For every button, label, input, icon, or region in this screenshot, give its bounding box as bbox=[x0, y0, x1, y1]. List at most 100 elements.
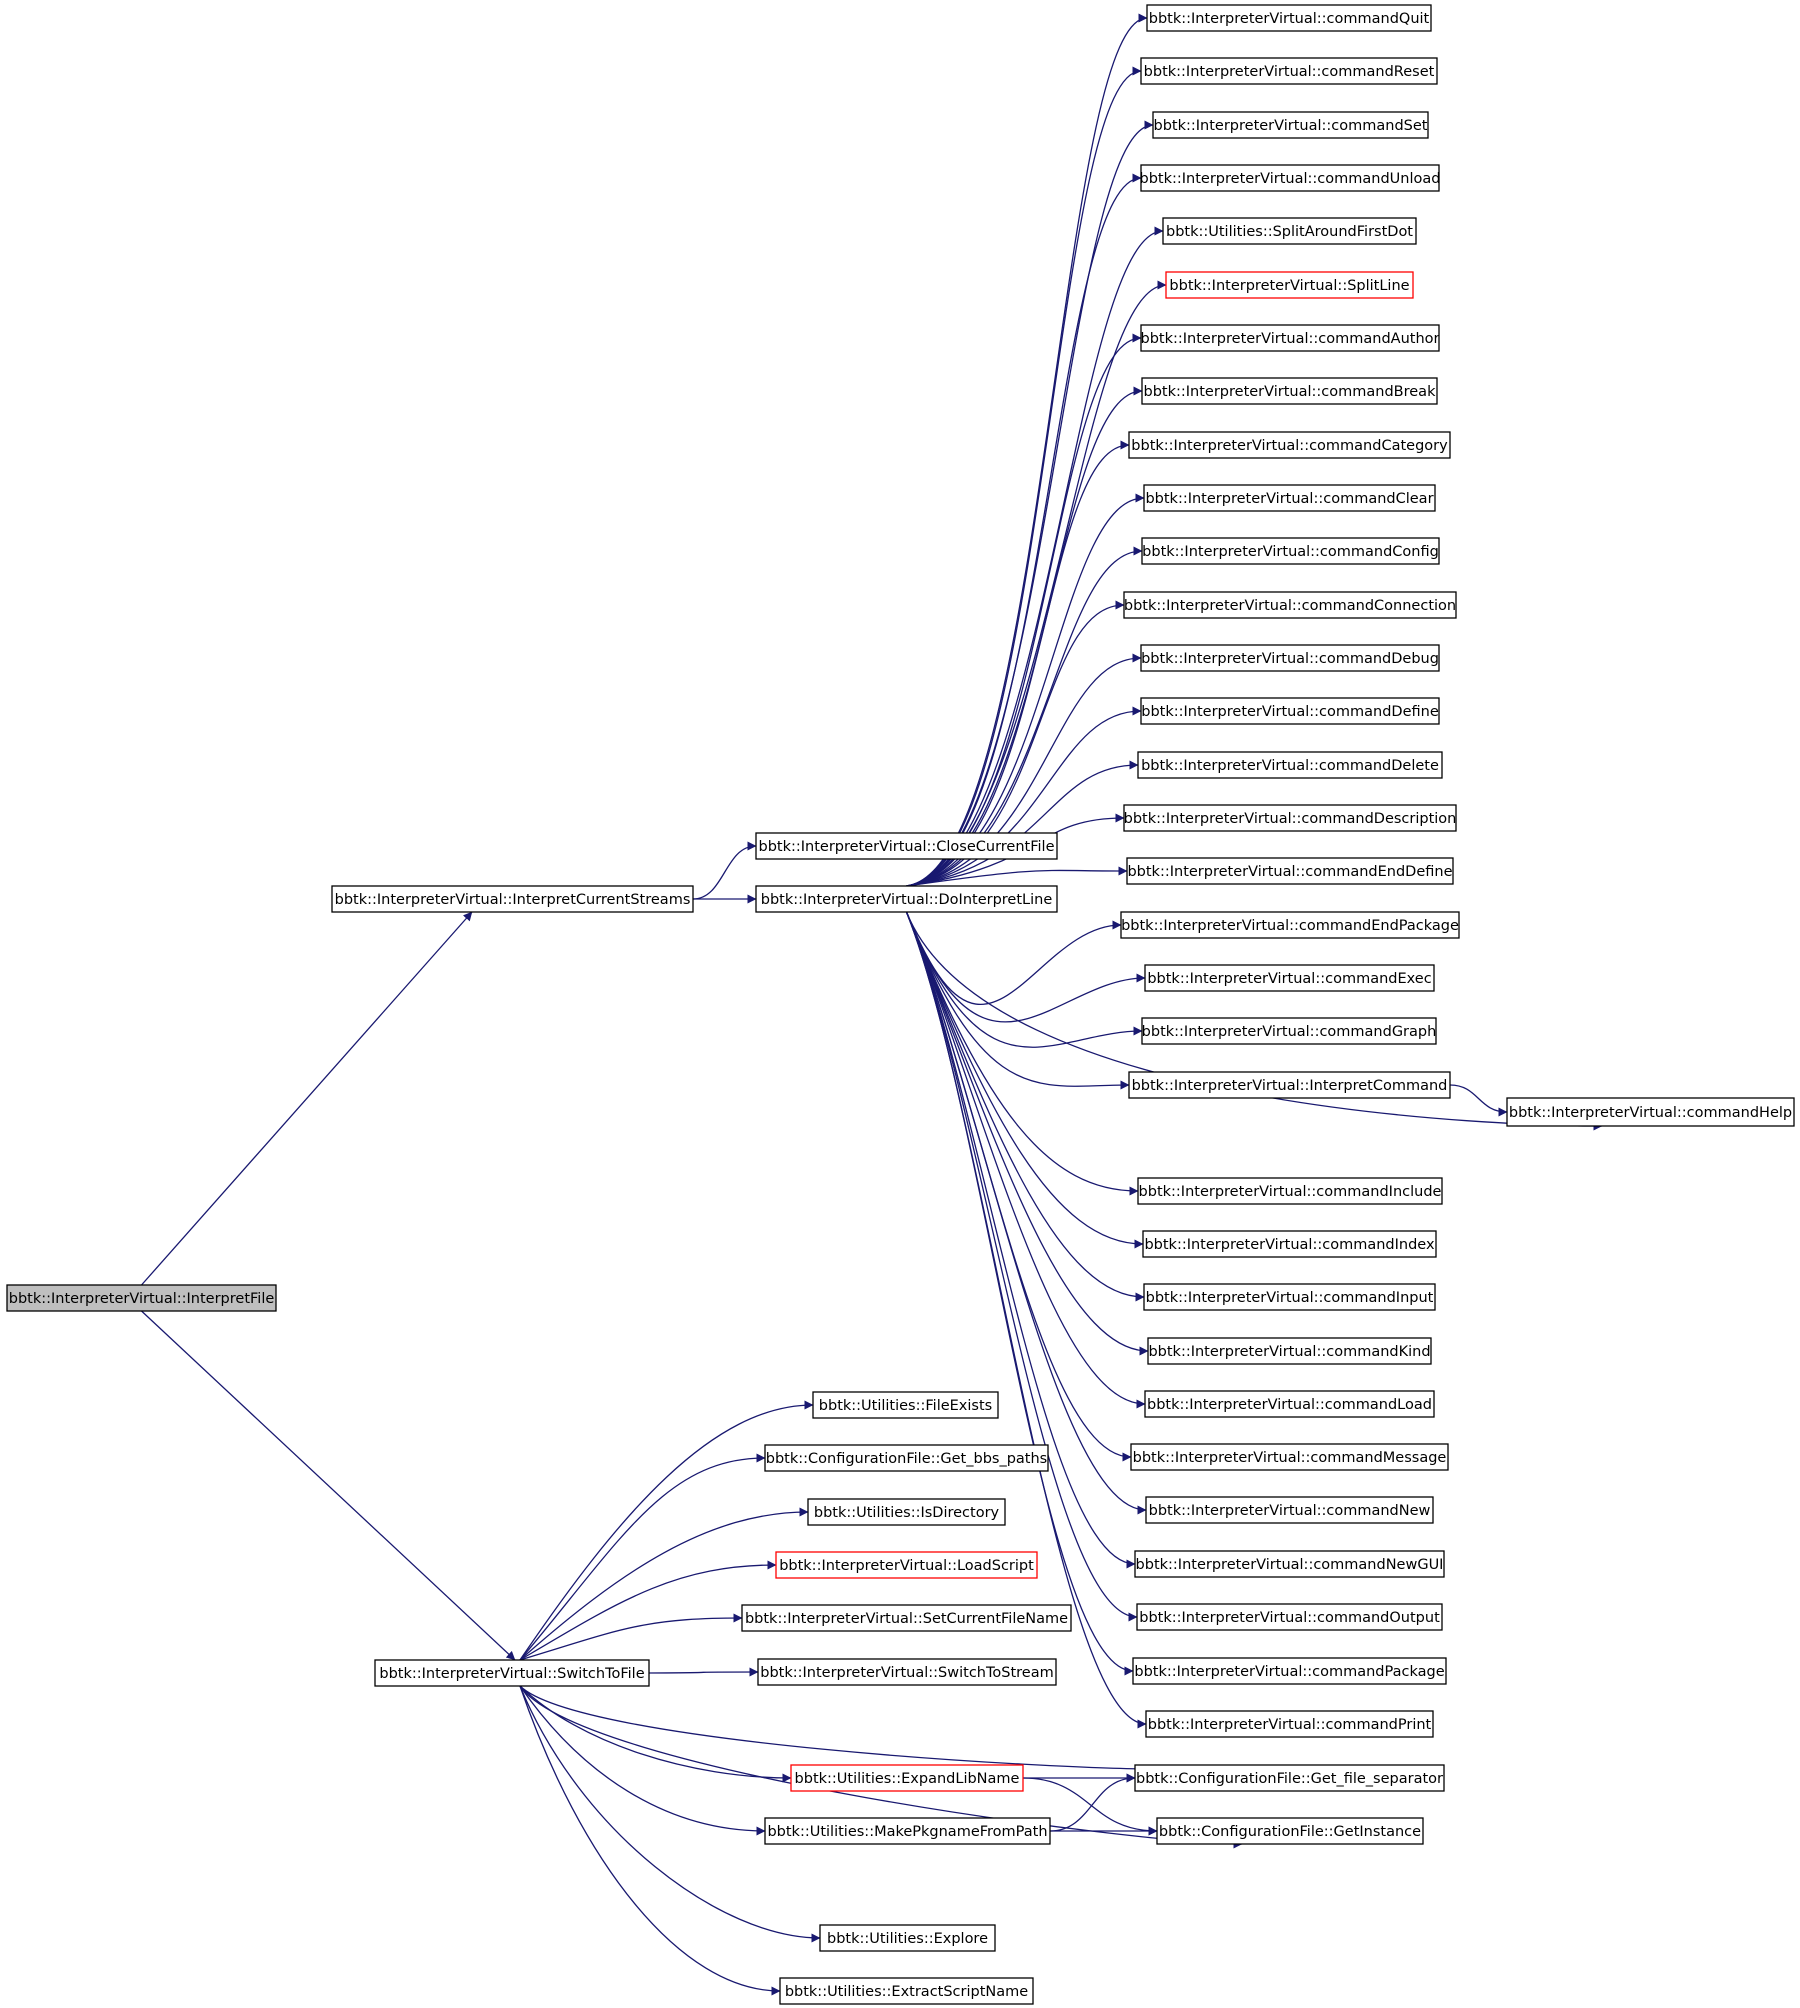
node-extractScriptName[interactable]: bbtk::Utilities::ExtractScriptName bbox=[779, 1977, 1034, 2005]
node-commandKind[interactable]: bbtk::InterpreterVirtual::commandKind bbox=[1147, 1337, 1432, 1365]
node-box bbox=[1152, 111, 1429, 139]
node-commandGraph[interactable]: bbtk::InterpreterVirtual::commandGraph bbox=[1141, 1017, 1437, 1045]
node-commandSet[interactable]: bbtk::InterpreterVirtual::commandSet bbox=[1152, 111, 1429, 139]
node-label: bbtk::InterpreterVirtual::commandMessage bbox=[1133, 1450, 1447, 1466]
node-box bbox=[1162, 217, 1417, 245]
node-setCurrentFileName[interactable]: bbtk::InterpreterVirtual::SetCurrentFile… bbox=[741, 1604, 1072, 1632]
node-label: bbtk::InterpreterVirtual::InterpretComma… bbox=[1132, 1078, 1448, 1094]
node-label: bbtk::InterpreterVirtual::commandEndPack… bbox=[1121, 918, 1459, 934]
node-commandMessage[interactable]: bbtk::InterpreterVirtual::commandMessage bbox=[1130, 1443, 1449, 1471]
node-commandCategory[interactable]: bbtk::InterpreterVirtual::commandCategor… bbox=[1128, 431, 1451, 459]
node-label: bbtk::ConfigurationFile::Get_bbs_paths bbox=[766, 1451, 1047, 1467]
node-makePkgnameFromPath[interactable]: bbtk::Utilities::MakePkgnameFromPath bbox=[764, 1817, 1051, 1845]
node-expandLibName[interactable]: bbtk::Utilities::ExpandLibName bbox=[790, 1764, 1024, 1792]
node-commandNewGUI[interactable]: bbtk::InterpreterVirtual::commandNewGUI bbox=[1134, 1550, 1445, 1578]
node-label: bbtk::InterpreterVirtual::commandClear bbox=[1145, 491, 1433, 507]
node-switchToStream[interactable]: bbtk::InterpreterVirtual::SwitchToStream bbox=[757, 1658, 1057, 1686]
node-box bbox=[819, 1924, 996, 1952]
node-box bbox=[1140, 644, 1440, 672]
node-label: bbtk::InterpreterVirtual::commandInclude bbox=[1139, 1184, 1442, 1200]
node-interpretCurrentStreams[interactable]: bbtk::InterpreterVirtual::InterpretCurre… bbox=[331, 885, 694, 913]
edge-switchToFile-to-switchToStream bbox=[648, 1667, 759, 1677]
node-interpretFile[interactable]: bbtk::InterpreterVirtual::InterpretFile bbox=[6, 1284, 277, 1312]
node-commandOutput[interactable]: bbtk::InterpreterVirtual::commandOutput bbox=[1136, 1603, 1443, 1631]
edge-doInterpretLine-to-commandUnload bbox=[906, 173, 1142, 887]
node-label: bbtk::InterpreterVirtual::SwitchToStream bbox=[760, 1665, 1053, 1681]
edge-interpretCurrentStreams-to-closeCurrentFile bbox=[692, 841, 757, 900]
node-commandNew[interactable]: bbtk::InterpreterVirtual::commandNew bbox=[1145, 1496, 1434, 1524]
node-commandDefine[interactable]: bbtk::InterpreterVirtual::commandDefine bbox=[1140, 697, 1440, 725]
node-commandUnload[interactable]: bbtk::InterpreterVirtual::commandUnload bbox=[1140, 164, 1441, 192]
edge-doInterpretLine-to-commandExec bbox=[905, 911, 1146, 1023]
node-commandEndPackage[interactable]: bbtk::InterpreterVirtual::commandEndPack… bbox=[1120, 911, 1460, 939]
edge-interpretFile-to-interpretCurrentStreams bbox=[141, 911, 473, 1286]
node-label: bbtk::InterpreterVirtual::commandCategor… bbox=[1131, 438, 1448, 454]
node-label: bbtk::InterpreterVirtual::commandDebug bbox=[1141, 651, 1439, 667]
node-commandEndDefine[interactable]: bbtk::InterpreterVirtual::commandEndDefi… bbox=[1126, 857, 1454, 885]
node-commandConnection[interactable]: bbtk::InterpreterVirtual::commandConnect… bbox=[1123, 591, 1457, 619]
node-commandQuit[interactable]: bbtk::InterpreterVirtual::commandQuit bbox=[1146, 4, 1432, 32]
node-splitAroundFirstDot[interactable]: bbtk::Utilities::SplitAroundFirstDot bbox=[1162, 217, 1417, 245]
node-switchToFile[interactable]: bbtk::InterpreterVirtual::SwitchToFile bbox=[374, 1659, 650, 1687]
edge-doInterpretLine-to-commandQuit bbox=[906, 13, 1148, 887]
node-explore[interactable]: bbtk::Utilities::Explore bbox=[819, 1924, 996, 1952]
node-loadScript[interactable]: bbtk::InterpreterVirtual::LoadScript bbox=[775, 1551, 1038, 1579]
node-box bbox=[1128, 1071, 1451, 1099]
node-commandExec[interactable]: bbtk::InterpreterVirtual::commandExec bbox=[1144, 964, 1435, 992]
node-commandReset[interactable]: bbtk::InterpreterVirtual::commandReset bbox=[1140, 57, 1438, 85]
node-box bbox=[1147, 1337, 1432, 1365]
edge-switchToFile-to-getBbsPaths bbox=[519, 1453, 766, 1661]
node-commandConfig[interactable]: bbtk::InterpreterVirtual::commandConfig bbox=[1141, 537, 1440, 565]
node-interpretCommand[interactable]: bbtk::InterpreterVirtual::InterpretComma… bbox=[1128, 1071, 1451, 1099]
node-getInstance[interactable]: bbtk::ConfigurationFile::GetInstance bbox=[1156, 1817, 1424, 1845]
node-getBbsPaths[interactable]: bbtk::ConfigurationFile::Get_bbs_paths bbox=[764, 1444, 1049, 1472]
node-commandDebug[interactable]: bbtk::InterpreterVirtual::commandDebug bbox=[1140, 644, 1440, 672]
node-label: bbtk::InterpreterVirtual::commandConfig bbox=[1142, 544, 1439, 560]
node-commandBreak[interactable]: bbtk::InterpreterVirtual::commandBreak bbox=[1141, 377, 1438, 405]
node-commandHelp[interactable]: bbtk::InterpreterVirtual::commandHelp bbox=[1506, 1097, 1795, 1127]
node-commandPackage[interactable]: bbtk::InterpreterVirtual::commandPackage bbox=[1132, 1657, 1447, 1685]
edge-switchToFile-to-loadScript bbox=[519, 1560, 777, 1661]
node-commandLoad[interactable]: bbtk::InterpreterVirtual::commandLoad bbox=[1144, 1390, 1435, 1418]
node-splitLine[interactable]: bbtk::InterpreterVirtual::SplitLine bbox=[1165, 271, 1414, 299]
edge-doInterpretLine-to-commandBreak bbox=[906, 386, 1143, 887]
node-commandClear[interactable]: bbtk::InterpreterVirtual::commandClear bbox=[1143, 484, 1436, 512]
edge-switchToFile-to-fileExists bbox=[519, 1400, 814, 1661]
node-closeCurrentFile[interactable]: bbtk::InterpreterVirtual::CloseCurrentFi… bbox=[755, 832, 1058, 860]
node-isDirectory[interactable]: bbtk::Utilities::IsDirectory bbox=[807, 1498, 1006, 1526]
node-commandDelete[interactable]: bbtk::InterpreterVirtual::commandDelete bbox=[1137, 751, 1443, 779]
node-label: bbtk::InterpreterVirtual::commandOutput bbox=[1139, 1610, 1440, 1626]
node-label: bbtk::InterpreterVirtual::commandPrint bbox=[1148, 1717, 1432, 1733]
edge-doInterpretLine-to-commandIndex bbox=[905, 911, 1144, 1249]
node-box bbox=[775, 1551, 1038, 1579]
edge-makePkgnameFromPath-to-getFileSeparator bbox=[1049, 1773, 1136, 1832]
node-commandPrint[interactable]: bbtk::InterpreterVirtual::commandPrint bbox=[1145, 1710, 1434, 1738]
node-label: bbtk::InterpreterVirtual::commandUnload bbox=[1140, 171, 1441, 187]
edge-doInterpretLine-to-commandLoad bbox=[905, 911, 1146, 1409]
edge-doInterpretLine-to-commandSet bbox=[906, 120, 1154, 887]
node-label: bbtk::InterpreterVirtual::CloseCurrentFi… bbox=[758, 839, 1054, 855]
node-label: bbtk::InterpreterVirtual::commandKind bbox=[1148, 1344, 1430, 1360]
node-box bbox=[1134, 1550, 1445, 1578]
node-doInterpretLine[interactable]: bbtk::InterpreterVirtual::DoInterpretLin… bbox=[755, 885, 1058, 913]
node-box bbox=[1146, 4, 1432, 32]
node-label: bbtk::InterpreterVirtual::commandReset bbox=[1144, 64, 1435, 80]
node-box bbox=[807, 1498, 1006, 1526]
node-commandInput[interactable]: bbtk::InterpreterVirtual::commandInput bbox=[1143, 1283, 1436, 1311]
edge-interpretCommand-to-commandHelp bbox=[1449, 1084, 1508, 1117]
node-commandDescription[interactable]: bbtk::InterpreterVirtual::commandDescrip… bbox=[1123, 804, 1457, 832]
node-box bbox=[331, 885, 694, 913]
edge-doInterpretLine-to-commandDelete bbox=[906, 760, 1139, 887]
node-commandIndex[interactable]: bbtk::InterpreterVirtual::commandIndex bbox=[1142, 1230, 1437, 1258]
node-fileExists[interactable]: bbtk::Utilities::FileExists bbox=[812, 1391, 999, 1419]
node-label: bbtk::InterpreterVirtual::commandDescrip… bbox=[1124, 811, 1457, 827]
node-getFileSeparator[interactable]: bbtk::ConfigurationFile::Get_file_separa… bbox=[1134, 1764, 1445, 1792]
node-label: bbtk::Utilities::SplitAroundFirstDot bbox=[1166, 224, 1413, 240]
node-commandInclude[interactable]: bbtk::InterpreterVirtual::commandInclude bbox=[1137, 1177, 1443, 1205]
node-box bbox=[1128, 431, 1451, 459]
node-label: bbtk::InterpreterVirtual::commandNewGUI bbox=[1136, 1557, 1444, 1573]
node-commandAuthor[interactable]: bbtk::InterpreterVirtual::commandAuthor bbox=[1140, 324, 1440, 352]
node-label: bbtk::InterpreterVirtual::commandPackage bbox=[1134, 1664, 1444, 1680]
node-box bbox=[1156, 1817, 1424, 1845]
